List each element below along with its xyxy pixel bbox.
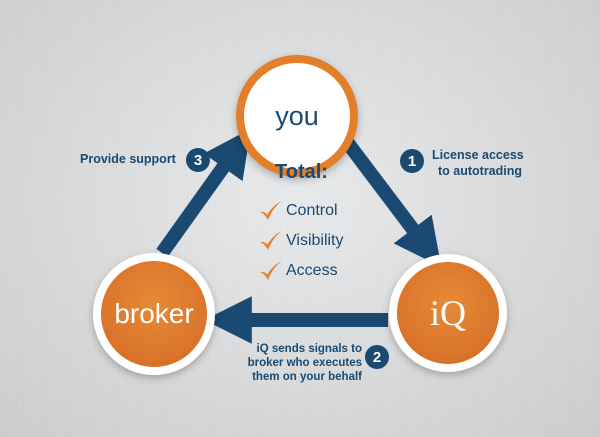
benefit-item-control: Control <box>258 196 344 226</box>
step-3-line-1: Provide support <box>80 152 176 166</box>
arrow-broker-to-you-icon <box>156 128 251 258</box>
node-broker: broker <box>93 253 215 375</box>
node-you-label: you <box>275 100 319 131</box>
step-2-line-1: iQ sends signals to <box>256 343 362 355</box>
benefit-label-visibility: Visibility <box>286 232 344 249</box>
benefit-list: Control Visibility Access <box>258 196 344 286</box>
step-1-number: 1 <box>407 152 417 170</box>
step-2-number: 2 <box>372 348 382 366</box>
step-3-badge: 3 <box>186 148 210 172</box>
step-1-line-1: License access <box>432 148 524 162</box>
step-1-badge: 1 <box>400 149 424 173</box>
node-broker-label: broker <box>114 298 194 329</box>
total-title: Total: <box>275 161 328 183</box>
step-2-line-3: them on your behalf <box>252 371 362 383</box>
node-iq: iQ <box>389 254 507 372</box>
node-iq-label: iQ <box>430 293 466 333</box>
step-2-badge: 2 <box>365 345 389 369</box>
step-3-number: 3 <box>193 151 203 169</box>
step-3-caption: Provide support <box>80 151 185 167</box>
step-1-line-2: to autotrading <box>438 164 523 178</box>
benefit-label-access: Access <box>286 262 338 279</box>
step-1-caption: License access to autotrading <box>432 147 552 179</box>
arrow-you-to-iq-icon <box>338 133 442 267</box>
step-2-line-2: broker who executes <box>247 357 362 369</box>
step-2-caption: iQ sends signals to broker who executes … <box>232 342 362 384</box>
benefit-label-control: Control <box>286 202 338 219</box>
benefit-item-access: Access <box>258 256 344 286</box>
benefit-item-visibility: Visibility <box>258 226 344 256</box>
node-you: you <box>236 55 358 177</box>
check-icon <box>260 231 282 250</box>
check-icon <box>260 201 282 220</box>
check-icon <box>260 261 282 280</box>
